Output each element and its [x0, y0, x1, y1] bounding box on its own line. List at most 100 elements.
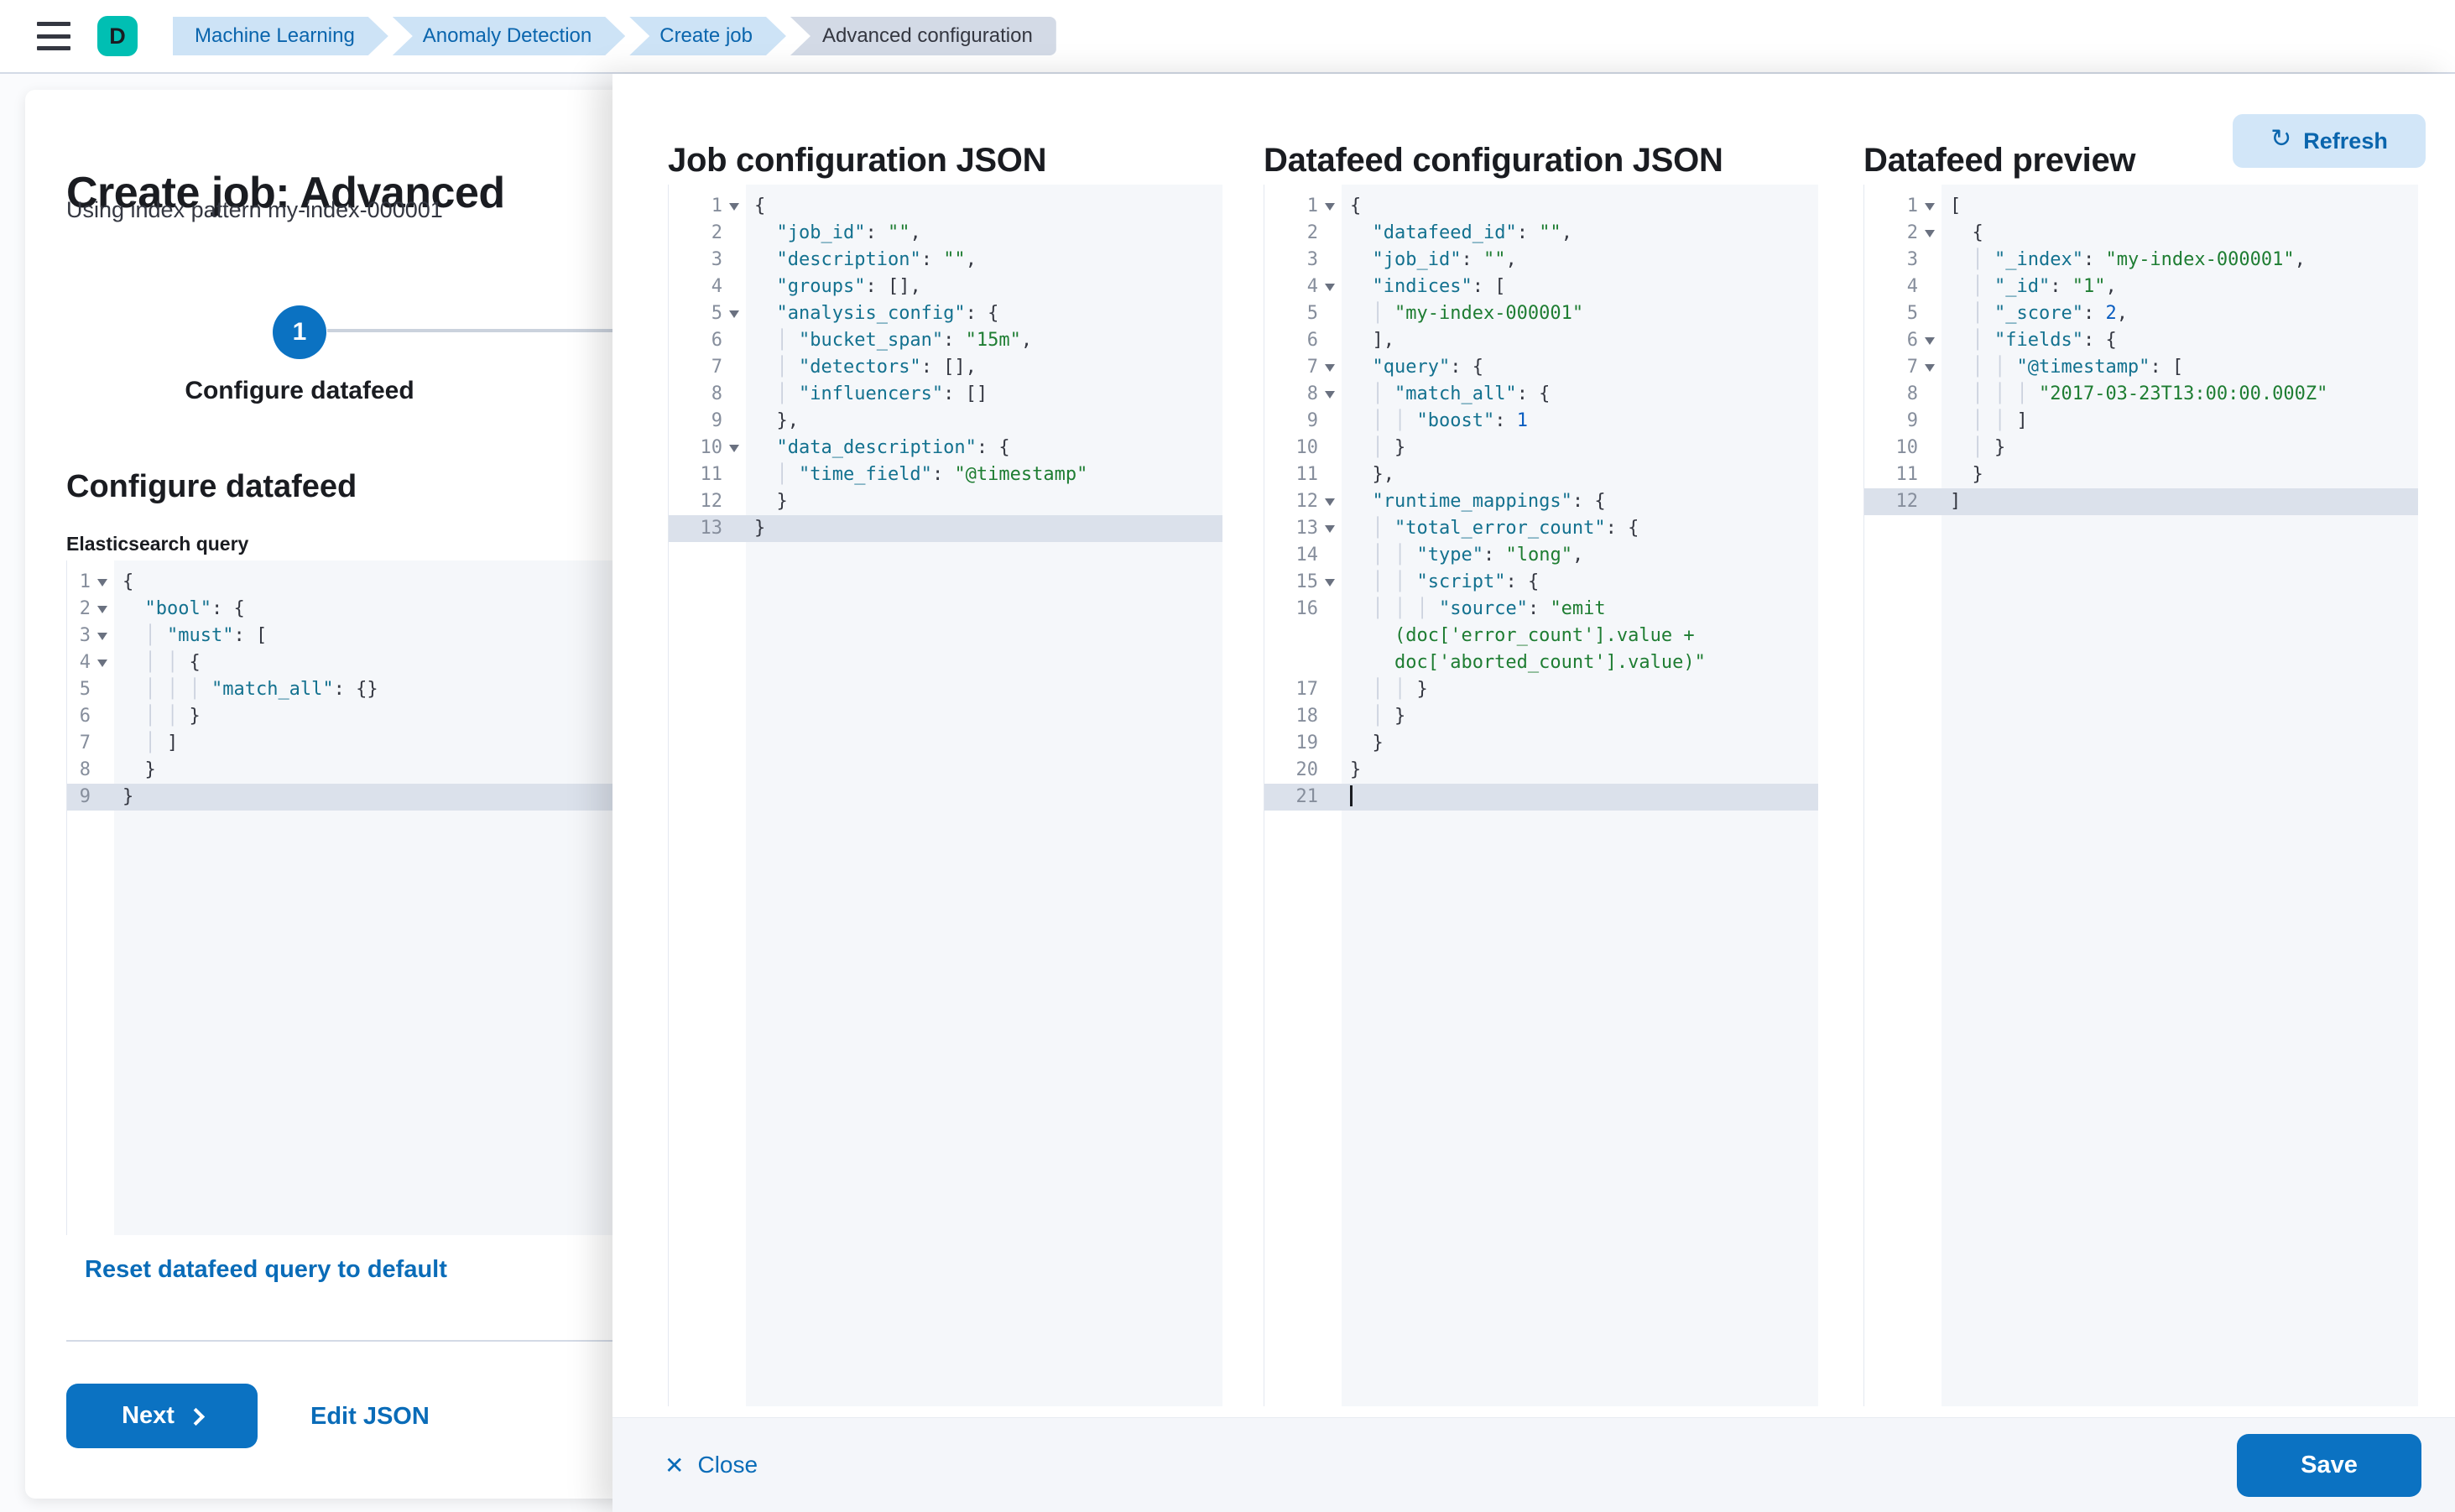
code-line: 7 │ │ "@timestamp": [	[1864, 354, 2418, 381]
next-button[interactable]: Next	[66, 1384, 258, 1448]
fold-arrow-icon[interactable]	[1325, 284, 1335, 291]
fold-arrow-icon[interactable]	[729, 445, 739, 452]
fold-arrow-placeholder	[729, 525, 739, 533]
code-line: 12]	[1864, 488, 2418, 515]
top-navigation-bar: D Machine Learning Anomaly Detection Cre…	[0, 0, 2455, 74]
code-line: 11 }	[1864, 461, 2418, 488]
code-line: 3 │ "_index": "my-index-000001",	[1864, 247, 2418, 274]
fold-arrow-icon[interactable]	[97, 579, 107, 587]
fold-arrow-placeholder	[729, 257, 739, 264]
breadcrumb-anomaly-detection[interactable]: Anomaly Detection	[393, 17, 625, 55]
elasticsearch-query-label: Elasticsearch query	[66, 533, 249, 555]
fold-arrow-placeholder	[1325, 418, 1335, 425]
fold-arrow-icon[interactable]	[729, 203, 739, 211]
fold-arrow-icon[interactable]	[97, 633, 107, 640]
breadcrumb-advanced-configuration: Advanced configuration	[790, 17, 1056, 55]
code-line: 2 "job_id": "",	[669, 220, 1222, 247]
fold-arrow-placeholder	[1925, 310, 1935, 318]
code-line: 6 │ "bucket_span": "15m",	[669, 327, 1222, 354]
code-line: 18 │ }	[1264, 703, 1818, 730]
datafeed-preview-editor[interactable]: 1[2 {3 │ "_index": "my-index-000001",4 │…	[1863, 185, 2418, 1406]
fold-arrow-icon[interactable]	[1325, 364, 1335, 372]
page-subtitle: Using index pattern my-index-000001	[66, 197, 443, 222]
fold-arrow-placeholder	[97, 740, 107, 748]
datafeed-configuration-json-editor[interactable]: 1{2 "datafeed_id": "",3 "job_id": "",4 "…	[1264, 185, 1818, 1406]
fold-arrow-placeholder	[1925, 472, 1935, 479]
hamburger-menu-icon[interactable]	[37, 22, 70, 50]
save-button[interactable]: Save	[2237, 1433, 2421, 1497]
code-line: 6 │ "fields": {	[1864, 327, 2418, 354]
code-line: 10 "data_description": {	[669, 435, 1222, 461]
job-configuration-json-editor[interactable]: 1{2 "job_id": "",3 "description": "",4 "…	[668, 185, 1222, 1406]
fold-arrow-placeholder	[1325, 794, 1335, 801]
fold-arrow-icon[interactable]	[97, 660, 107, 667]
code-line: 1{	[669, 193, 1222, 220]
fold-arrow-placeholder	[1325, 445, 1335, 452]
code-line: 4 │ │ {	[67, 649, 875, 676]
code-line: 8 }	[67, 757, 875, 784]
fold-arrow-placeholder	[97, 767, 107, 774]
code-line: 5 │ "my-index-000001"	[1264, 300, 1818, 327]
fold-arrow-icon[interactable]	[1925, 337, 1935, 345]
fold-arrow-placeholder	[1325, 310, 1335, 318]
breadcrumb-machine-learning[interactable]: Machine Learning	[173, 17, 388, 55]
close-button[interactable]: ✕ Close	[665, 1452, 758, 1479]
edit-json-link[interactable]: Edit JSON	[310, 1403, 430, 1430]
code-line: 9 │ │ ]	[1864, 408, 2418, 435]
code-line: 3 │ "must": [	[67, 623, 875, 649]
fold-arrow-icon[interactable]	[1325, 498, 1335, 506]
fold-arrow-icon[interactable]	[1325, 203, 1335, 211]
flyout-footer: ✕ Close Save	[612, 1417, 2455, 1512]
datafeed-configuration-json-title: Datafeed configuration JSON	[1264, 142, 1723, 180]
code-line: 7 │ ]	[67, 730, 875, 757]
refresh-button-label: Refresh	[2303, 128, 2388, 154]
code-line: 12 "runtime_mappings": {	[1264, 488, 1818, 515]
code-line: 2 "datafeed_id": "",	[1264, 220, 1818, 247]
fold-arrow-placeholder	[729, 284, 739, 291]
breadcrumb: Machine Learning Anomaly Detection Creat…	[173, 17, 1061, 55]
space-avatar[interactable]: D	[97, 16, 138, 56]
close-button-label: Close	[697, 1452, 758, 1478]
fold-arrow-icon[interactable]	[1325, 391, 1335, 399]
code-line: 13 │ "total_error_count": {	[1264, 515, 1818, 542]
fold-arrow-placeholder	[1925, 445, 1935, 452]
fold-arrow-placeholder	[1325, 713, 1335, 721]
code-line: 14 │ │ "type": "long",	[1264, 542, 1818, 569]
code-line: 4 "indices": [	[1264, 274, 1818, 300]
code-line: 17 │ │ }	[1264, 676, 1818, 703]
fold-arrow-icon[interactable]	[1925, 203, 1935, 211]
code-line: 4 │ "_id": "1",	[1864, 274, 2418, 300]
code-line: 8 │ │ │ "2017-03-23T13:00:00.000Z"	[1864, 381, 2418, 408]
reset-datafeed-query-link[interactable]: Reset datafeed query to default	[85, 1256, 447, 1283]
code-line: 15 │ │ "script": {	[1264, 569, 1818, 596]
fold-arrow-icon[interactable]	[1325, 579, 1335, 587]
fold-arrow-icon[interactable]	[729, 310, 739, 318]
code-line: 19 }	[1264, 730, 1818, 757]
fold-arrow-placeholder	[1925, 257, 1935, 264]
fold-arrow-placeholder	[97, 713, 107, 721]
fold-arrow-icon[interactable]	[1925, 230, 1935, 237]
card-divider	[66, 1340, 874, 1342]
fold-arrow-icon[interactable]	[1325, 525, 1335, 533]
code-line: 1{	[67, 569, 875, 596]
wizard-step-1-indicator[interactable]: 1	[273, 305, 326, 359]
fold-arrow-icon[interactable]	[1925, 364, 1935, 372]
fold-arrow-placeholder	[1325, 257, 1335, 264]
code-line: 8 │ "influencers": []	[669, 381, 1222, 408]
code-line: 10 │ }	[1864, 435, 2418, 461]
code-line: 2 "bool": {	[67, 596, 875, 623]
chevron-right-icon	[186, 1407, 206, 1426]
code-line: 21	[1264, 784, 1818, 811]
code-line: 1[	[1864, 193, 2418, 220]
fold-arrow-placeholder	[97, 794, 107, 801]
code-line: 12 }	[669, 488, 1222, 515]
code-line: 13}	[669, 515, 1222, 542]
fold-arrow-placeholder	[1325, 767, 1335, 774]
configure-datafeed-heading: Configure datafeed	[66, 468, 357, 504]
refresh-button[interactable]: ↻ Refresh	[2233, 114, 2426, 168]
fold-arrow-placeholder	[1325, 740, 1335, 748]
code-line: 5 "analysis_config": {	[669, 300, 1222, 327]
fold-arrow-placeholder	[1325, 472, 1335, 479]
breadcrumb-create-job[interactable]: Create job	[629, 17, 786, 55]
fold-arrow-icon[interactable]	[97, 606, 107, 613]
